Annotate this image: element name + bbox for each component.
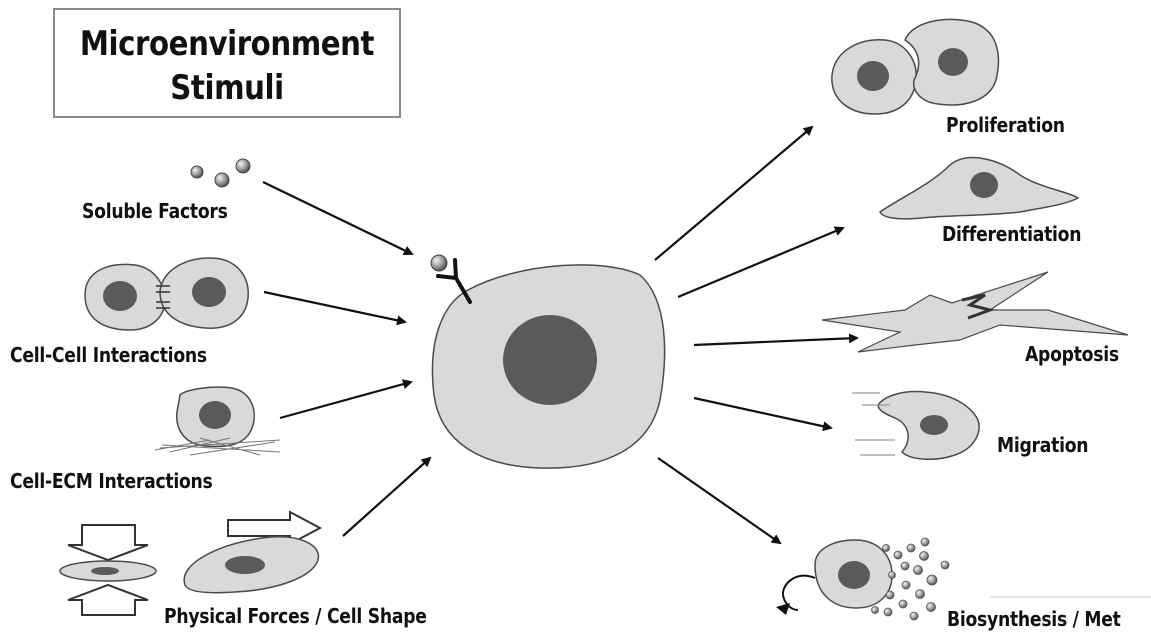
arrow-differentiation <box>678 228 843 297</box>
differentiation-icon <box>880 158 1078 219</box>
receptor-icon <box>431 255 470 302</box>
arrow-apoptosis <box>694 338 857 345</box>
output-arrows <box>655 127 857 543</box>
label-differentiation: Differentiation <box>942 222 1081 246</box>
label-proliferation: Proliferation <box>946 113 1065 137</box>
arrow-biosynthesis <box>658 458 780 543</box>
label-apoptosis: Apoptosis <box>1025 342 1119 366</box>
central-cell <box>431 255 665 468</box>
physical-forces-icon <box>60 512 320 615</box>
migration-icon <box>852 392 979 460</box>
cell-cell-icon <box>85 258 248 330</box>
arrow-cell-ecm <box>280 382 411 418</box>
arrow-proliferation <box>655 127 812 260</box>
apoptosis-icon <box>822 272 1128 352</box>
input-arrows <box>263 182 430 536</box>
central-cell-nucleus <box>503 315 597 405</box>
arrow-migration <box>694 398 831 428</box>
arrow-soluble <box>263 182 412 254</box>
cell-ecm-icon <box>155 387 280 455</box>
label-physical-forces: Physical Forces / Cell Shape <box>164 604 427 628</box>
title-box: Microenvironment Stimuli <box>53 8 401 118</box>
title-line-2: Stimuli <box>79 68 375 108</box>
proliferation-icon <box>832 19 999 114</box>
biosynthesis-icon <box>776 538 949 620</box>
label-cell-ecm-interactions: Cell-ECM Interactions <box>10 469 213 493</box>
label-biosynthesis: Biosynthesis / Met <box>947 607 1121 631</box>
label-cell-cell-interactions: Cell-Cell Interactions <box>10 343 207 367</box>
soluble-factors-icon <box>191 159 250 187</box>
title-line-1: Microenvironment <box>79 24 375 64</box>
arrow-cell-cell <box>264 292 405 322</box>
label-migration: Migration <box>997 433 1088 457</box>
label-soluble-factors: Soluble Factors <box>82 199 228 223</box>
arrow-physical <box>343 458 430 536</box>
